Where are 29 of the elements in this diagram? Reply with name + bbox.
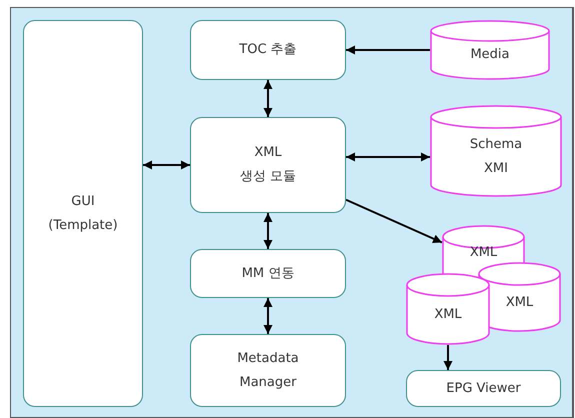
process-box <box>190 117 346 213</box>
node-label: Metadata <box>237 350 299 368</box>
node-label: Schema <box>470 136 522 154</box>
arrow <box>264 298 272 334</box>
node-label: XML <box>254 144 282 162</box>
arrow <box>346 46 430 54</box>
arrow <box>346 198 442 244</box>
process-box <box>23 20 143 407</box>
arrow <box>143 160 190 170</box>
node-label: MM 연동 <box>242 264 294 282</box>
node-label: XML <box>506 294 534 312</box>
node-label: GUI <box>71 192 95 210</box>
node-label: TOC 추출 <box>239 41 297 59</box>
process-box <box>190 334 346 407</box>
process-box <box>190 20 346 80</box>
node-label: (Template) <box>48 216 118 234</box>
node-label: 생성 모듈 <box>240 168 296 186</box>
node-label: Media <box>470 46 510 64</box>
arrow <box>346 152 430 162</box>
process-box <box>190 249 346 298</box>
node-label: XMI <box>484 160 508 178</box>
node-label: Manager <box>240 374 296 392</box>
arrow <box>264 213 272 249</box>
node-label: XML <box>470 244 498 262</box>
arrow <box>444 345 452 370</box>
arrow <box>264 80 272 117</box>
node-label: XML <box>434 306 462 324</box>
process-box <box>406 370 561 407</box>
node-label: EPG Viewer <box>446 380 521 398</box>
